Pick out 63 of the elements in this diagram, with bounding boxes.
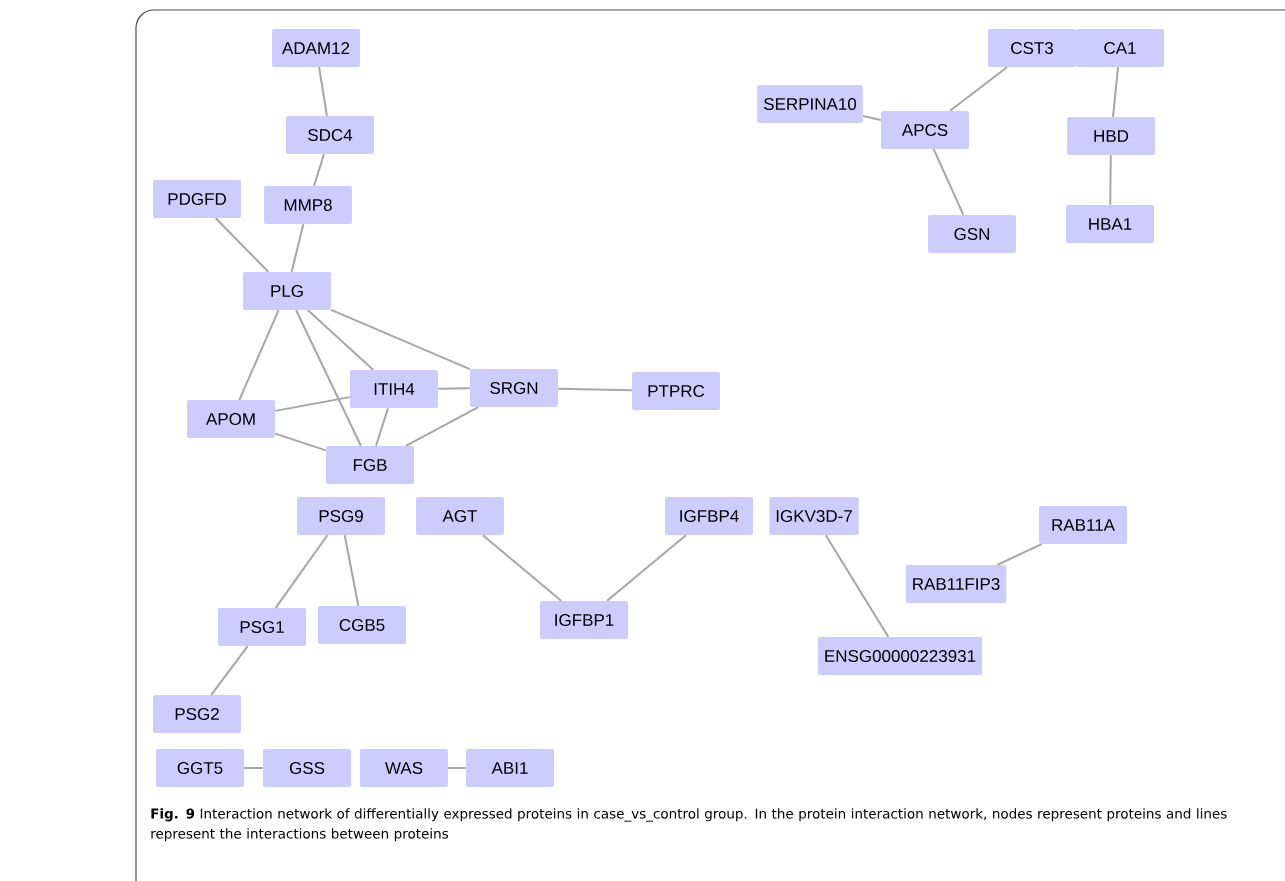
protein-node: GSS xyxy=(263,749,351,787)
interaction-line xyxy=(214,217,270,273)
interaction-line xyxy=(557,387,633,392)
protein-node: MMP8 xyxy=(264,186,352,224)
interaction-line xyxy=(404,406,480,447)
interaction-line xyxy=(243,767,264,769)
protein-node: ITIH4 xyxy=(350,370,438,408)
interaction-line xyxy=(447,767,467,769)
protein-node: RAB11FIP3 xyxy=(905,565,1007,603)
interaction-line xyxy=(1109,154,1112,206)
protein-node: IGFBP1 xyxy=(540,601,628,639)
interaction-line xyxy=(437,387,471,390)
interaction-line xyxy=(1111,66,1120,118)
interaction-line xyxy=(949,66,1008,112)
protein-node: GSN xyxy=(928,215,1016,253)
protein-node: SERPINA10 xyxy=(757,85,863,123)
protein-node: CGB5 xyxy=(318,606,406,644)
interaction-line xyxy=(824,534,890,638)
protein-node: ABI1 xyxy=(466,749,554,787)
protein-node: HBA1 xyxy=(1066,205,1154,243)
interaction-line xyxy=(343,534,360,607)
node-label: CST3 xyxy=(1011,41,1053,55)
protein-node: WAS xyxy=(360,749,448,787)
interaction-line xyxy=(481,534,563,602)
interaction-line xyxy=(274,396,351,412)
interaction-line xyxy=(238,309,280,401)
interaction-line xyxy=(996,543,1043,566)
protein-node: PDGFD xyxy=(153,180,241,218)
protein-node: CST3 xyxy=(988,29,1076,67)
protein-node: AGT xyxy=(416,497,504,535)
protein-node: RAB11A xyxy=(1039,506,1127,544)
interaction-line xyxy=(932,148,965,216)
protein-node: GGT5 xyxy=(156,749,244,787)
protein-node: FGB xyxy=(326,446,414,484)
protein-node: SDC4 xyxy=(286,116,374,154)
interaction-line xyxy=(274,534,329,609)
protein-node: PTPRC xyxy=(632,372,720,410)
protein-node: PSG1 xyxy=(218,608,306,646)
interaction-line xyxy=(210,645,249,696)
interaction-line xyxy=(330,308,471,371)
protein-node: IGKV3D-7 xyxy=(769,497,859,535)
interaction-line xyxy=(606,534,687,602)
protein-node: APCS xyxy=(881,111,969,149)
protein-node: IGFBP4 xyxy=(665,497,753,535)
interaction-line xyxy=(274,432,327,452)
caption: Fig. 9 Interaction network of differentially expressed proteins in case_vs_control group. In the protein interaction network, nodes represent proteins and lines represent the interactions between proteins xyxy=(151,808,1227,842)
interaction-line xyxy=(313,153,325,187)
interaction-line xyxy=(306,309,375,371)
protein-node: ADAM12 xyxy=(272,29,360,67)
interaction-line xyxy=(375,407,389,447)
interaction-line xyxy=(318,66,328,117)
interaction-line xyxy=(290,223,305,273)
protein-node: PSG2 xyxy=(153,695,241,733)
protein-node: CA1 xyxy=(1076,29,1164,67)
node-label: CA1 xyxy=(1104,41,1136,55)
protein-node: PLG xyxy=(243,272,331,310)
interaction-line xyxy=(862,115,882,122)
interaction-line xyxy=(295,309,362,447)
protein-node: HBD xyxy=(1067,117,1155,155)
protein-node: APOM xyxy=(187,400,275,438)
protein-node: SRGN xyxy=(470,369,558,407)
protein-node: PSG9 xyxy=(297,497,385,535)
protein-node: ENSG00000223931 xyxy=(817,637,983,675)
